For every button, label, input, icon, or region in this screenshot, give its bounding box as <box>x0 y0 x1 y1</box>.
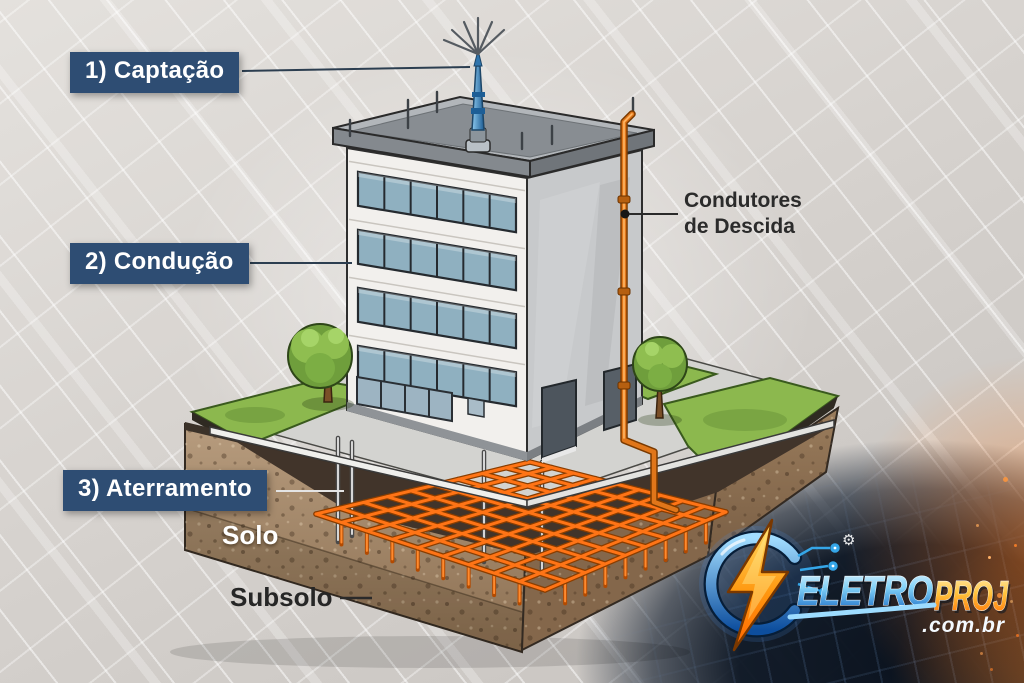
annotation-lines <box>241 66 678 600</box>
brand-proj-shadow: PROJ <box>936 575 1011 622</box>
pointer-line-captacao <box>241 66 471 72</box>
label-down-conductors-line1: Condutores <box>684 189 802 212</box>
window-rows <box>348 160 526 408</box>
label-solo: Solo <box>222 520 279 550</box>
ground-floor-window <box>467 397 485 418</box>
base-band-left <box>347 402 527 461</box>
down-conductor <box>617 110 680 514</box>
tree-right <box>632 336 688 426</box>
logo-eletroproj: ⚙ ELETRO PROJ ELETRO PROJ .com.br <box>699 518 1011 652</box>
tree-left <box>287 323 354 411</box>
brand-domain: .com.br <box>922 614 1006 637</box>
gear-icon: ⚙ <box>842 532 855 549</box>
brand-proj: PROJ <box>934 572 1009 619</box>
entrance-door <box>541 378 577 460</box>
label-down-conductors: Condutores de Descida <box>684 188 802 239</box>
pointer-dot <box>620 209 630 219</box>
logo-underline-swoosh <box>787 602 937 620</box>
circuit-traces-icon <box>797 543 840 597</box>
label-subsolo: Subsolo <box>230 582 333 612</box>
slab-edge <box>209 419 835 508</box>
badge-conducao: 2) Condução <box>70 243 249 284</box>
badge-captacao: 1) Captação <box>70 52 240 93</box>
roof <box>332 95 655 179</box>
label-down-conductors-line2: de Descida <box>684 214 795 238</box>
side-door <box>603 362 637 432</box>
ground-shadow <box>170 636 690 668</box>
lightning-rod-icon <box>442 16 506 153</box>
building <box>332 16 655 463</box>
grounding-mesh <box>313 459 729 606</box>
lightning-bolt-icon <box>726 518 790 652</box>
badge-aterramento: 3) Aterramento <box>63 470 268 511</box>
